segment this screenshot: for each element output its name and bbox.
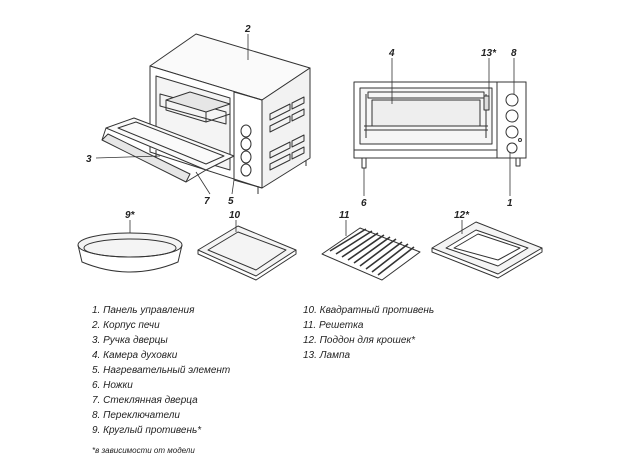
crumb-tray [431,221,543,279]
callout-9: 9* [125,210,136,221]
callout-11: 11 [339,210,350,221]
legend-item: 12. Поддон для крошек* [303,335,415,346]
callout-13: 13* [481,48,497,59]
legend-item: 6. Ножки [92,380,133,391]
legend-item: 4. Камера духовки [92,350,178,361]
legend-item: 2. Корпус печи [92,320,160,331]
callout-4: 4 [388,48,395,59]
callout-1: 1 [507,198,513,209]
callout-5: 5 [228,196,234,207]
callout-8: 8 [511,48,517,59]
callout-7: 7 [204,196,210,207]
legend-list-right: 10. Квадратный противень 11. Решетка 12.… [303,303,434,363]
legend-list-left: 1. Панель управления 2. Корпус печи 3. Р… [92,303,230,438]
legend-item: 7. Стеклянная дверца [92,395,198,406]
oven-front-view [353,81,527,169]
legend-item: 9. Круглый противень* [92,425,202,436]
legend-item: 8. Переключатели [92,410,180,421]
callout-12: 12* [454,210,470,221]
callout-leaders [95,34,515,236]
legend-item: 13. Лампа [303,350,351,361]
legend-item: 3. Ручка дверцы [92,335,168,346]
legend-item: 11. Решетка [303,320,364,331]
square-tray [197,225,297,281]
legend-item: 5. Нагревательный элемент [92,365,231,376]
oven-perspective-view [101,33,311,194]
callout-2: 2 [244,24,251,35]
oven-diagram: 2 3 5 7 4 13* 8 6 1 9* 10 11 12* [77,24,543,281]
round-tray [77,232,183,273]
footnote: *в зависимости от модели [92,446,195,455]
callout-3: 3 [86,154,92,165]
legend-item: 10. Квадратный противень [303,305,435,316]
callout-10: 10 [229,210,241,221]
legend-item: 1. Панель управления [92,305,195,316]
callout-6: 6 [361,198,367,209]
wire-rack [321,227,421,281]
